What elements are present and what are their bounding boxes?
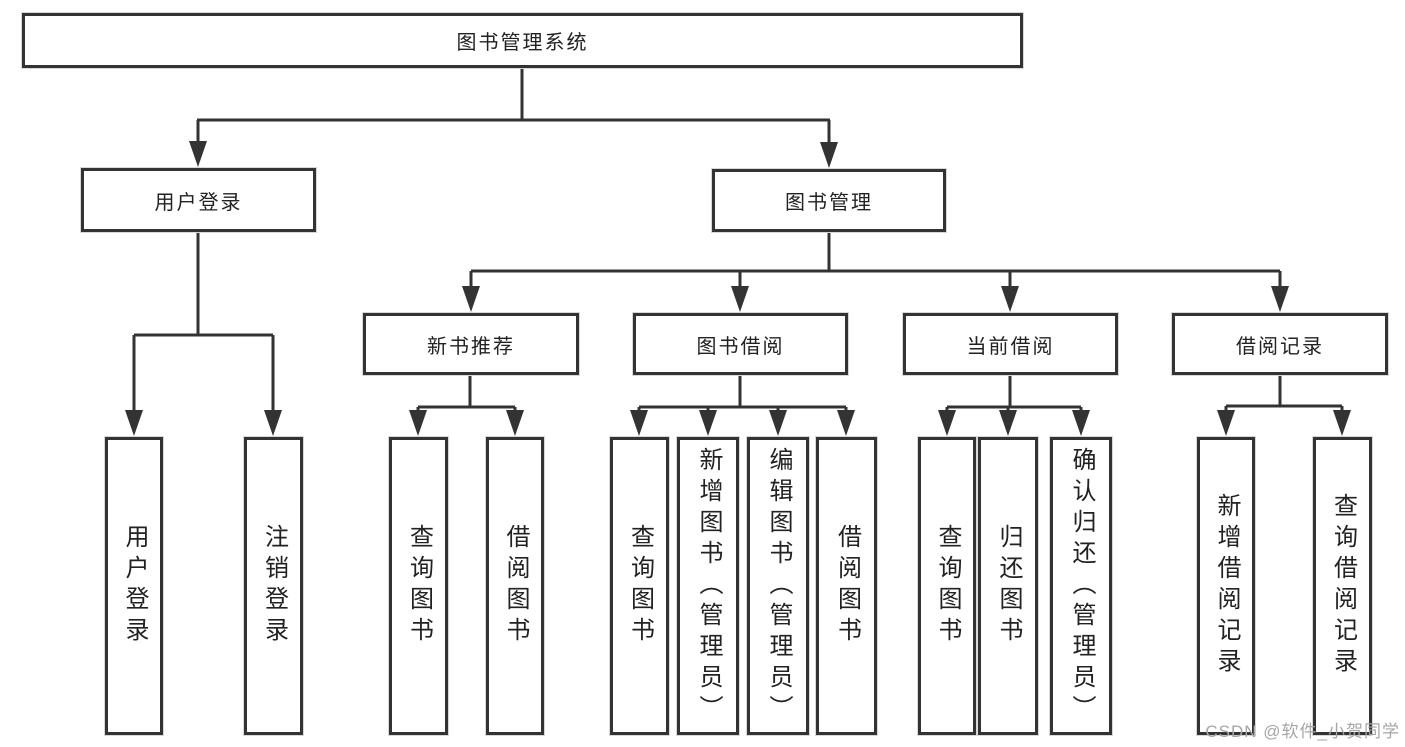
leaf-edit-books-admin: 编辑图书（管理员） xyxy=(747,437,809,735)
leaf-query-books-recommend: 查询图书 xyxy=(389,437,448,735)
leaf-add-books-admin: 新增图书（管理员） xyxy=(677,437,739,735)
leaf-borrow-books-label: 借阅图书 xyxy=(833,524,861,648)
leaf-logout: 注销登录 xyxy=(244,437,303,735)
node-library-system: 图书管理系统 xyxy=(22,13,1023,68)
node-library-system-label: 图书管理系统 xyxy=(456,32,589,54)
leaf-borrow-books: 借阅图书 xyxy=(816,437,877,735)
leaf-user-login: 用户登录 xyxy=(105,437,163,735)
node-book-management-label: 图书管理 xyxy=(785,192,873,214)
node-current-borrowing: 当前借阅 xyxy=(903,313,1118,375)
leaf-edit-books-admin-label: 编辑图书（管理员） xyxy=(765,446,792,726)
leaf-query-books-recommend-label: 查询图书 xyxy=(405,524,433,648)
leaf-return-books-label: 归还图书 xyxy=(995,524,1022,648)
leaf-confirm-return-admin: 确认归还（管理员） xyxy=(1050,437,1112,735)
node-book-management: 图书管理 xyxy=(712,169,946,232)
leaf-query-books-current-label: 查询图书 xyxy=(934,524,961,648)
leaf-user-login-label: 用户登录 xyxy=(121,524,148,648)
node-user-login-label: 用户登录 xyxy=(154,191,243,214)
leaf-return-books: 归还图书 xyxy=(978,437,1038,735)
leaf-query-borrow-record: 查询借阅记录 xyxy=(1313,437,1372,735)
node-new-book-recommend-label: 新书推荐 xyxy=(427,335,515,358)
leaf-query-books-borrowing: 查询图书 xyxy=(610,437,669,735)
leaf-add-books-admin-label: 新增图书（管理员） xyxy=(695,446,722,726)
node-borrow-records: 借阅记录 xyxy=(1172,313,1388,375)
node-user-login: 用户登录 xyxy=(81,168,316,232)
node-new-book-recommend: 新书推荐 xyxy=(363,313,579,375)
node-current-borrowing-label: 当前借阅 xyxy=(966,335,1055,358)
leaf-add-borrow-record: 新增借阅记录 xyxy=(1197,437,1255,735)
leaf-borrow-books-recommend: 借阅图书 xyxy=(486,437,544,735)
leaf-confirm-return-admin-label: 确认归还（管理员） xyxy=(1068,446,1095,726)
leaf-add-borrow-record-label: 新增借阅记录 xyxy=(1213,493,1240,679)
node-book-borrowing-label: 图书借阅 xyxy=(696,335,785,358)
watermark: CSDN @软件_小贺同学 xyxy=(1205,722,1400,741)
leaf-query-borrow-record-label: 查询借阅记录 xyxy=(1329,493,1357,679)
leaf-query-books-current: 查询图书 xyxy=(918,437,976,735)
leaf-borrow-books-recommend-label: 借阅图书 xyxy=(502,524,529,648)
leaf-logout-label: 注销登录 xyxy=(260,524,288,648)
leaf-query-books-borrowing-label: 查询图书 xyxy=(626,524,654,648)
node-book-borrowing: 图书借阅 xyxy=(633,313,848,375)
node-borrow-records-label: 借阅记录 xyxy=(1236,335,1324,358)
